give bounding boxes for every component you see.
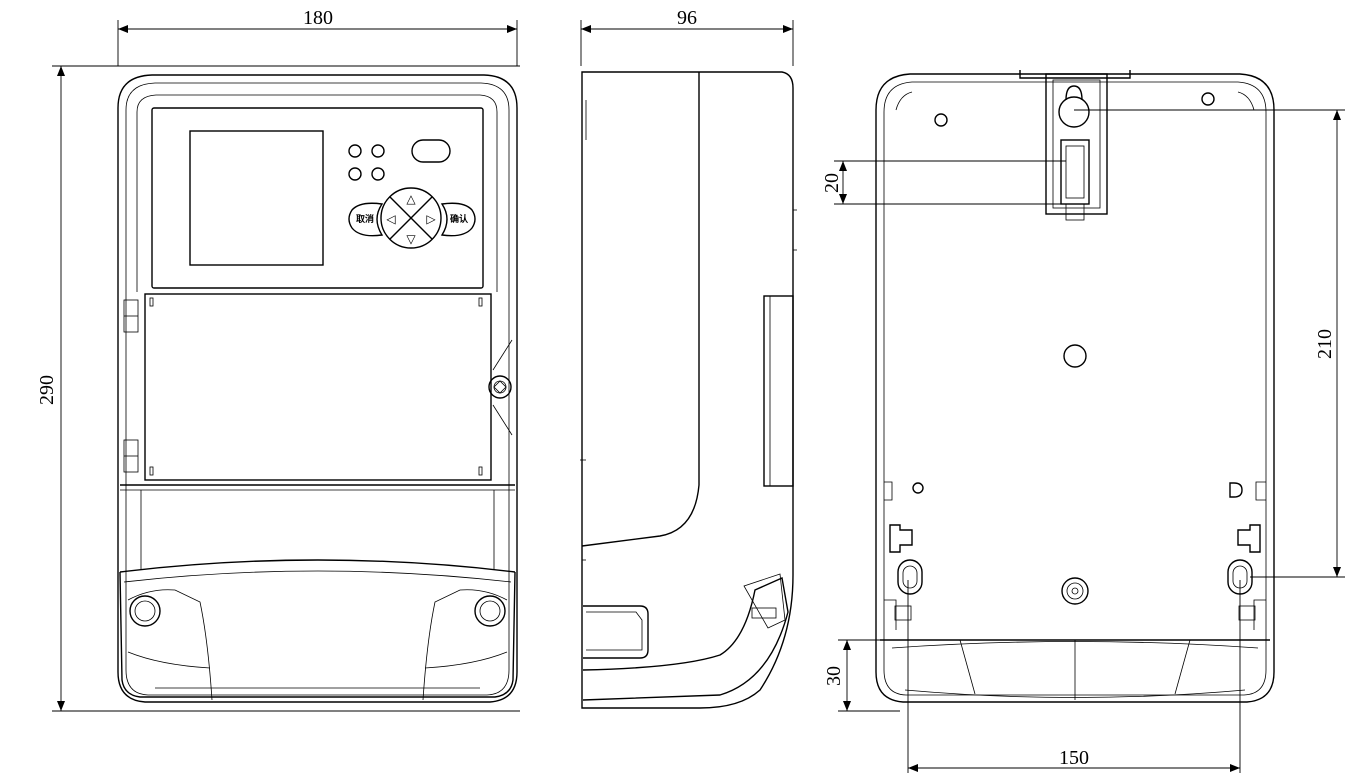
indicator-leds — [348, 144, 385, 181]
front-cover-frame — [136, 94, 498, 292]
back-bottom-screw — [1061, 577, 1089, 605]
dimension-front-width: 180 — [117, 7, 518, 66]
seal-screw — [488, 375, 512, 399]
infrared-port — [411, 139, 451, 163]
hanging-hook — [1019, 70, 1131, 221]
dimension-back-mount-horizontal: 150 — [907, 580, 1241, 773]
dimension-label-back-mount-vertical: 210 — [1314, 329, 1336, 359]
hook-hole — [1058, 96, 1090, 128]
cover-screw-left — [129, 595, 161, 627]
right-button[interactable]: ▷ — [426, 212, 436, 226]
display-panel — [151, 107, 484, 289]
dimension-label-back-bottom-offset: 30 — [823, 666, 845, 686]
keypad: 取消 确认 △ ▽ ◁ ▷ — [348, 187, 476, 249]
side-housing-outline — [581, 71, 794, 709]
dimension-label-side-depth: 96 — [677, 7, 697, 29]
dimension-back-hook-slot: 20 — [821, 160, 1066, 205]
front-housing-outline — [117, 74, 518, 703]
front-view: 180 290 取消 — [36, 7, 520, 712]
cancel-button[interactable]: 取消 — [348, 202, 384, 237]
left-button[interactable]: ◁ — [385, 212, 395, 226]
side-terminal-window — [763, 295, 794, 487]
back-right-clips — [1227, 481, 1266, 630]
back-center-hole — [1063, 344, 1087, 368]
up-button[interactable]: △ — [406, 192, 416, 206]
confirm-button-label: 确认 — [450, 213, 469, 225]
terminal-cover — [119, 559, 516, 573]
lcd-screen — [189, 130, 324, 266]
side-view: 96 — [580, 7, 797, 709]
dimension-label-front-height: 290 — [36, 375, 58, 405]
confirm-button[interactable]: 确认 — [440, 202, 476, 237]
cancel-button-label: 取消 — [356, 213, 374, 225]
back-view: 20 210 30 150 — [821, 70, 1345, 773]
cover-screw-right — [474, 595, 506, 627]
direction-pad — [380, 187, 442, 249]
dimension-label-back-mount-horizontal: 150 — [1059, 747, 1089, 769]
dimension-label-back-hook-slot: 20 — [821, 173, 843, 193]
terminal-window — [144, 293, 492, 481]
dimension-front-height: 290 — [36, 65, 520, 712]
dimension-back-bottom-offset: 30 — [823, 639, 900, 712]
back-left-clips — [884, 481, 924, 630]
dimension-side-depth: 96 — [580, 7, 794, 66]
dimension-back-mount-vertical: 210 — [1074, 109, 1345, 578]
front-housing-inner-outline — [125, 82, 510, 696]
back-housing-outline — [875, 73, 1275, 703]
down-button[interactable]: ▽ — [406, 232, 416, 246]
dimension-label-front-width: 180 — [303, 7, 333, 29]
